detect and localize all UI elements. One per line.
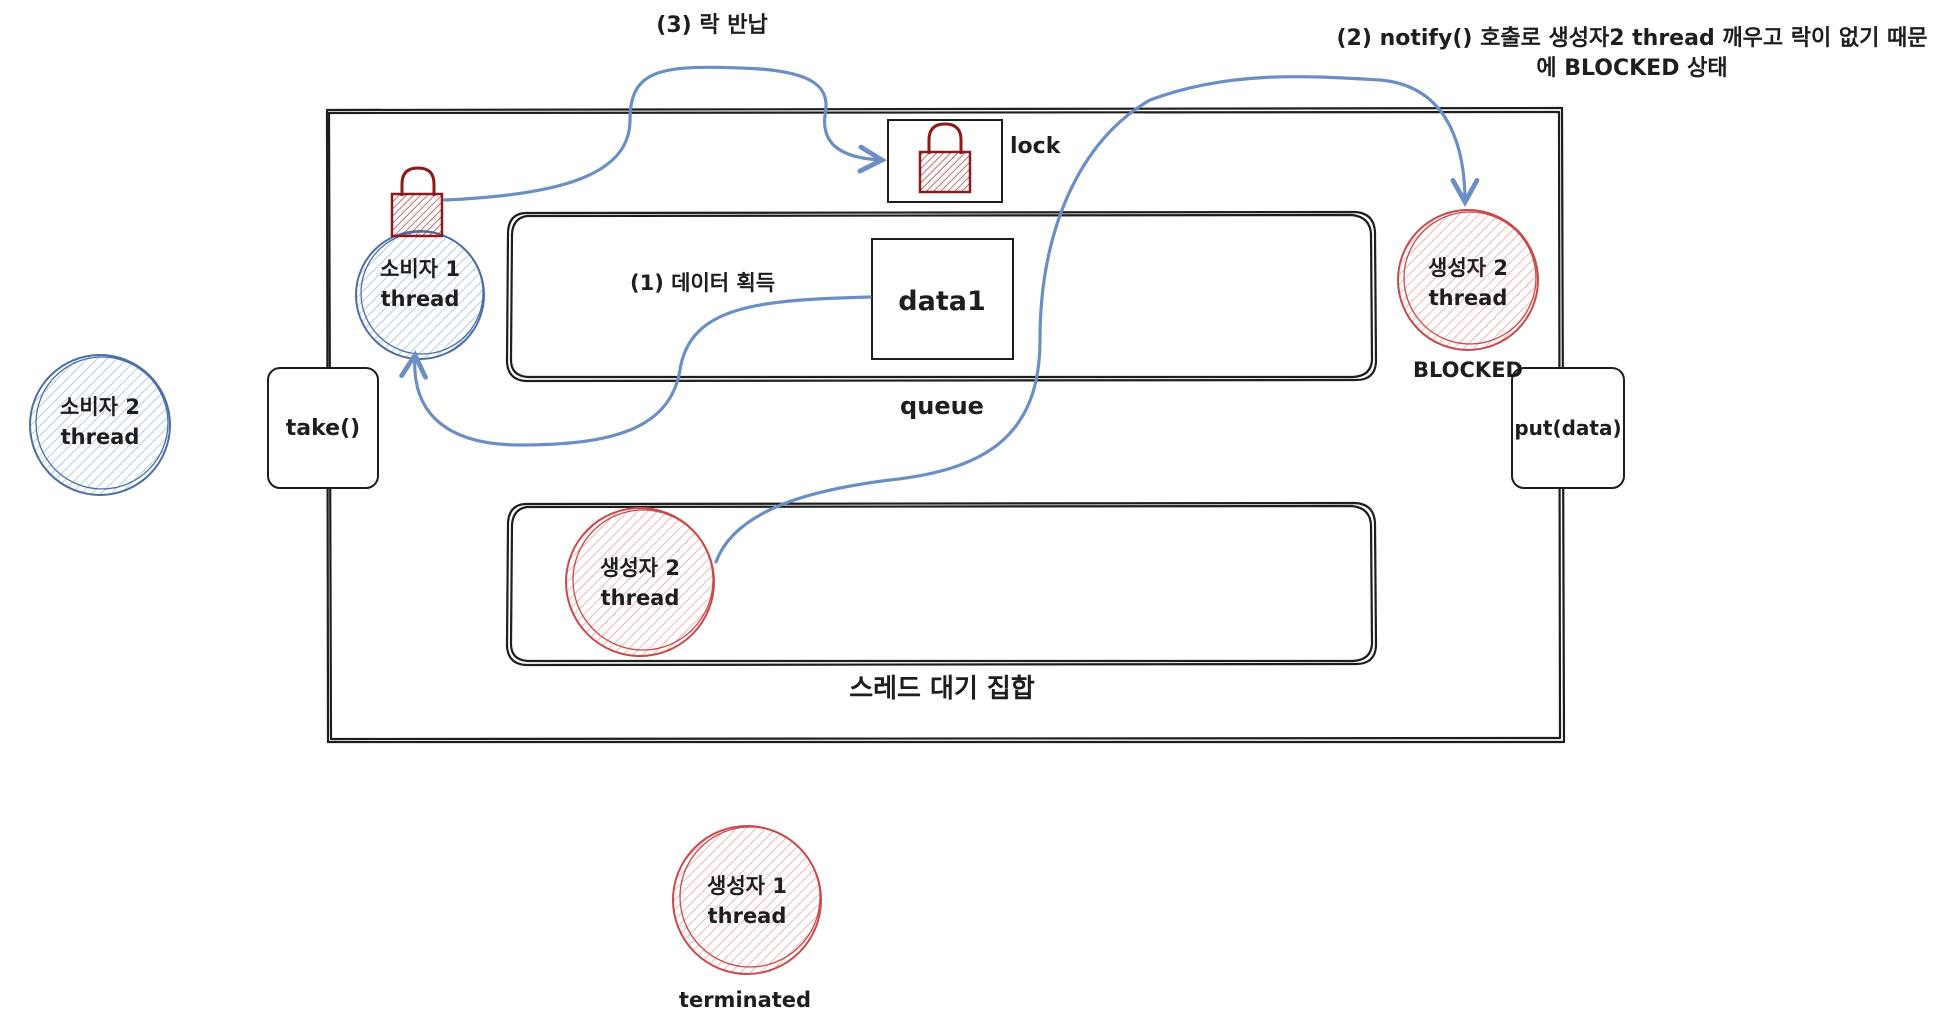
producer1-status: terminated (679, 988, 811, 1012)
producer1-line2: thread (708, 904, 787, 928)
step2-annotation-line2: 에 BLOCKED 상태 (1536, 56, 1727, 81)
queue-box (505, 210, 1378, 383)
producer1-thread: 생성자 1 thread (672, 825, 822, 975)
data1-box: data1 (871, 238, 1014, 360)
queue-label: queue (900, 392, 984, 420)
producer2-status: BLOCKED (1413, 358, 1523, 382)
step3-annotation: (3) 락 반납 (656, 13, 767, 38)
producer2-active-line1: 생성자 2 (1428, 256, 1508, 280)
arrow-producer2-wakeup (714, 75, 1465, 564)
arrow-data-to-consumer1 (415, 295, 872, 447)
step2-annotation-line1: (2) notify() 호출로 생성자2 thread 깨우고 락이 없기 때… (1337, 26, 1928, 51)
producer2-active-line2: thread (1429, 286, 1508, 310)
take-method-box: take() (267, 367, 379, 489)
step1-annotation: (1) 데이터 획득 (630, 271, 775, 295)
wait-set-box (505, 501, 1378, 667)
consumer1-line2: thread (381, 287, 460, 311)
consumer1-lock-icon (390, 166, 444, 238)
arrow-lock-return (443, 65, 882, 202)
data1-label: data1 (898, 286, 985, 317)
put-method-box: put(data) (1511, 367, 1625, 489)
put-method-label: put(data) (1514, 416, 1621, 440)
lock-box (887, 119, 1003, 203)
monitor-box (325, 106, 1566, 744)
wait-set-label: 스레드 대기 집합 (849, 674, 1035, 704)
lock-icon (918, 122, 972, 194)
producer2-waiting-line1: 생성자 2 (600, 556, 680, 580)
lock-label: lock (1010, 134, 1062, 159)
consumer2-thread: 소비자 2 thread (29, 354, 171, 496)
producer2-waiting-thread: 생성자 2 thread (565, 507, 715, 657)
consumer1-thread: 소비자 1 thread (355, 166, 485, 360)
consumer2-line2: thread (61, 425, 140, 449)
take-method-label: take() (286, 416, 360, 441)
consumer2-line1: 소비자 2 (60, 395, 140, 419)
producer2-waiting-line2: thread (601, 586, 680, 610)
producer1-line1: 생성자 1 (707, 874, 787, 898)
consumer1-line1: 소비자 1 (380, 257, 460, 281)
producer2-active-thread: 생성자 2 thread (1397, 209, 1539, 351)
